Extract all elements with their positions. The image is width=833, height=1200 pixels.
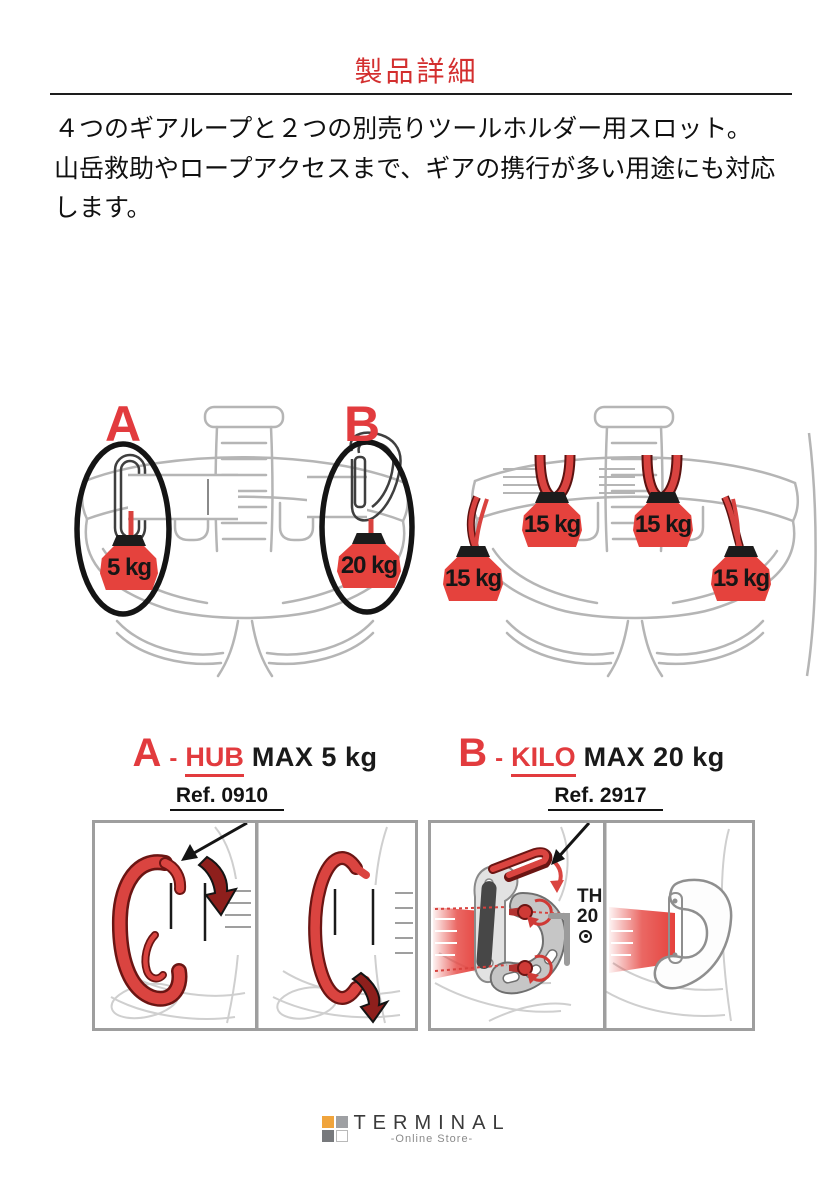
weight-body: 15 kg	[443, 557, 503, 601]
hub-section-title: A - HUB MAX 5 kg	[92, 733, 418, 777]
belt-edge-lines	[395, 892, 413, 954]
belt-band-a	[128, 473, 238, 521]
ref-pointer-arrow	[181, 823, 248, 861]
rotate-arrow	[550, 859, 564, 893]
weight-b-20kg: 20 kg	[337, 533, 401, 588]
body-outline	[805, 432, 817, 677]
tool-lever-icon	[488, 847, 553, 882]
brand-name: TERMINAL	[353, 1112, 511, 1134]
harness-overview-ab-illustration	[74, 405, 415, 678]
hub-carabiner-icon	[111, 854, 188, 1007]
allen-key-icon	[548, 913, 570, 966]
weight-body: 20 kg	[337, 544, 401, 588]
hub-reference: Ref. 0910	[64, 784, 390, 811]
weight-gearloop-3: 15 kg	[443, 546, 503, 601]
rotate-direction-arrow	[351, 971, 390, 1024]
belt-ticks	[333, 889, 375, 945]
hub-product-name: HUB	[185, 742, 244, 777]
weight-a-5kg: 5 kg	[100, 535, 158, 590]
panel-divider	[603, 823, 607, 1028]
kilo-separator: -	[495, 745, 504, 772]
weight-knob	[112, 535, 146, 546]
ref-pointer-arrow	[551, 823, 591, 865]
logo-squares-icon	[322, 1115, 349, 1142]
weight-knob	[646, 492, 680, 503]
marker-label-a: A	[105, 396, 142, 452]
title-divider-line	[50, 93, 792, 95]
marker-label-b: B	[344, 396, 381, 452]
belt-hatch-marks	[503, 468, 635, 494]
weight-gearloop-2: 15 kg	[633, 492, 693, 547]
torx-dot-icon	[579, 929, 592, 943]
brand-tagline: -Online Store-	[390, 1133, 474, 1145]
spacer-bar	[476, 881, 497, 969]
weight-knob	[724, 546, 758, 557]
hub-letter: A	[132, 731, 162, 775]
belt-band-b	[307, 475, 367, 519]
hook-plate	[668, 892, 683, 964]
webbing-stripes	[435, 918, 457, 956]
clip-direction-arrow	[197, 855, 239, 917]
weight-knob	[456, 546, 490, 557]
kilo-max-load: MAX 20 kg	[583, 742, 725, 772]
weight-knob	[352, 533, 386, 544]
tool-size-marking: TH 20	[577, 887, 617, 943]
screw-dot	[672, 898, 678, 904]
hub-max-load: MAX 5 kg	[251, 742, 378, 772]
weight-gearloop-1: 15 kg	[522, 492, 582, 547]
kilo-product-name: KILO	[511, 742, 576, 777]
belt-ticks	[169, 883, 207, 941]
page-title: 製品詳細	[354, 56, 479, 87]
kilo-reference: Ref. 2917	[442, 784, 769, 811]
hub-instruction-panel	[92, 820, 418, 1031]
kilo-section-title: B - KILO MAX 20 kg	[428, 733, 755, 777]
weight-knob	[535, 492, 569, 503]
kilo-install-illustration	[433, 823, 733, 1028]
tool-size-th: TH	[577, 886, 603, 907]
weight-gearloop-4: 15 kg	[711, 546, 771, 601]
hub-separator: -	[169, 745, 178, 772]
description-sentence-2: 山岳救助やロープアクセスまで、ギアの携行が多い用途にも対応します。	[54, 154, 776, 223]
webbing-strap	[609, 907, 675, 973]
weight-body: 15 kg	[522, 503, 582, 547]
hub-install-illustration	[110, 823, 413, 1028]
webbing-stripes	[611, 918, 633, 956]
screw-bottom	[509, 954, 553, 984]
tool-size-20: 20	[577, 905, 599, 927]
kilo-instruction-panel: TH 20	[428, 820, 755, 1031]
weight-body: 5 kg	[100, 546, 158, 590]
screw-dot	[672, 952, 678, 958]
weight-body: 15 kg	[633, 503, 693, 547]
description-sentence-1: ４つのギアループと２つの別売りツールホルダー用スロット。	[54, 115, 752, 143]
product-description: ４つのギアループと２つの別売りツールホルダー用スロット。 山岳救助やロープアクセ…	[54, 110, 799, 229]
weight-body: 15 kg	[711, 557, 771, 601]
panel-divider	[255, 823, 259, 1028]
belt-band	[320, 885, 405, 955]
circle-marker-a	[74, 441, 172, 617]
store-logo: TERMINAL -Online Store-	[0, 1112, 833, 1145]
kilo-letter: B	[458, 731, 488, 775]
circle-marker-b	[319, 439, 415, 615]
